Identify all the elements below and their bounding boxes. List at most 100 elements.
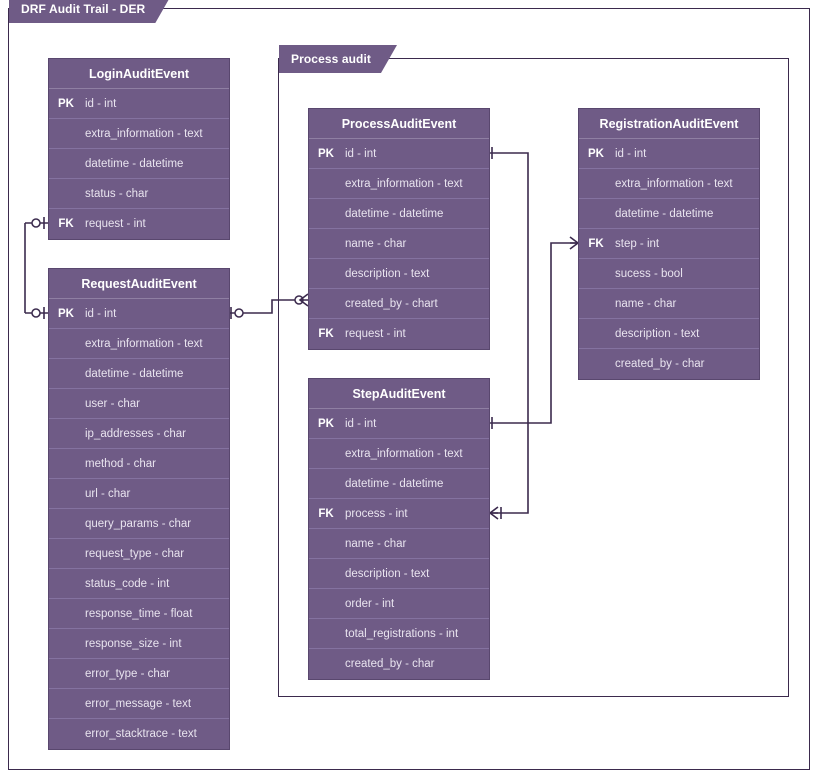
table-row[interactable]: name - char (579, 289, 759, 319)
table-row[interactable]: PK id - int (49, 299, 229, 329)
row-field: id - int (345, 417, 377, 430)
entity-title: LoginAuditEvent (49, 59, 229, 89)
row-field: query_params - char (85, 517, 192, 530)
table-row[interactable]: request_type - char (49, 539, 229, 569)
row-field: request - int (345, 328, 406, 340)
row-field: extra_information - text (345, 177, 463, 190)
row-field: extra_information - text (615, 177, 733, 190)
row-key: PK (588, 147, 604, 160)
row-field: id - int (85, 307, 117, 320)
row-field: extra_information - text (85, 127, 203, 140)
table-row[interactable]: datetime - datetime (49, 359, 229, 389)
row-field: step - int (615, 237, 660, 250)
row-field: id - int (615, 147, 647, 160)
entity-title: StepAuditEvent (309, 379, 489, 409)
table-row[interactable]: error_message - text (49, 689, 229, 719)
entity-login-audit-event[interactable]: LoginAuditEvent PK id - int extra_inform… (48, 58, 230, 240)
table-row[interactable]: description - text (579, 319, 759, 349)
entity-title: RegistrationAuditEvent (579, 109, 759, 139)
row-field: error_type - char (85, 667, 171, 680)
table-row[interactable]: FK step - int (579, 229, 759, 259)
row-key: PK (318, 417, 334, 430)
row-field: order - int (345, 597, 395, 610)
table-row[interactable]: description - text (309, 559, 489, 589)
table-row[interactable]: created_by - chart (309, 289, 489, 319)
table-row[interactable]: PK id - int (579, 139, 759, 169)
process-audit-label: Process audit (279, 45, 397, 73)
row-field: description - text (345, 267, 430, 280)
table-row[interactable]: response_time - float (49, 599, 229, 629)
row-field: datetime - datetime (345, 477, 444, 490)
table-row[interactable]: ip_addresses - char (49, 419, 229, 449)
table-row[interactable]: extra_information - text (49, 119, 229, 149)
row-field: method - char (85, 457, 156, 470)
table-row[interactable]: PK id - int (309, 139, 489, 169)
row-key: PK (58, 97, 74, 110)
row-key: FK (318, 507, 334, 520)
row-field: id - int (85, 97, 117, 110)
table-row[interactable]: PK id - int (49, 89, 229, 119)
entity-registration-audit-event[interactable]: RegistrationAuditEvent PK id - int extra… (578, 108, 760, 380)
table-row[interactable]: extra_information - text (579, 169, 759, 199)
row-key: PK (318, 147, 334, 160)
row-field: user - char (85, 397, 140, 410)
row-field: error_stacktrace - text (85, 728, 197, 740)
row-key: FK (58, 218, 74, 230)
row-field: id - int (345, 147, 377, 160)
table-row[interactable]: extra_information - text (309, 439, 489, 469)
table-row[interactable]: sucess - bool (579, 259, 759, 289)
row-field: datetime - datetime (85, 157, 184, 170)
table-row[interactable]: extra_information - text (309, 169, 489, 199)
entity-title: RequestAuditEvent (49, 269, 229, 299)
table-row[interactable]: datetime - datetime (49, 149, 229, 179)
row-field: extra_information - text (85, 337, 203, 350)
process-audit-container: Process audit (278, 58, 789, 697)
table-row[interactable]: FK process - int (309, 499, 489, 529)
table-row[interactable]: url - char (49, 479, 229, 509)
row-field: description - text (345, 567, 430, 580)
row-field: created_by - chart (345, 297, 438, 310)
table-row[interactable]: extra_information - text (49, 329, 229, 359)
entity-step-audit-event[interactable]: StepAuditEvent PK id - int extra_informa… (308, 378, 490, 680)
entity-title: ProcessAuditEvent (309, 109, 489, 139)
table-row[interactable]: name - char (309, 229, 489, 259)
table-row[interactable]: PK id - int (309, 409, 489, 439)
table-row[interactable]: query_params - char (49, 509, 229, 539)
table-row[interactable]: name - char (309, 529, 489, 559)
table-row[interactable]: status_code - int (49, 569, 229, 599)
outer-frame: DRF Audit Trail - DER (8, 8, 810, 770)
table-row[interactable]: error_type - char (49, 659, 229, 689)
table-row[interactable]: created_by - char (579, 349, 759, 379)
row-field: url - char (85, 487, 131, 500)
entity-request-audit-event[interactable]: RequestAuditEvent PK id - int extra_info… (48, 268, 230, 750)
table-row[interactable]: response_size - int (49, 629, 229, 659)
row-key: PK (58, 307, 74, 320)
row-field: request - int (85, 218, 146, 230)
table-row[interactable]: order - int (309, 589, 489, 619)
table-row[interactable]: user - char (49, 389, 229, 419)
table-row[interactable]: method - char (49, 449, 229, 479)
table-row[interactable]: error_stacktrace - text (49, 719, 229, 749)
table-row[interactable]: datetime - datetime (309, 469, 489, 499)
table-row[interactable]: datetime - datetime (579, 199, 759, 229)
row-field: status - char (85, 187, 149, 200)
row-field: request_type - char (85, 547, 185, 560)
row-field: error_message - text (85, 697, 192, 710)
entity-process-audit-event[interactable]: ProcessAuditEvent PK id - int extra_info… (308, 108, 490, 350)
row-field: datetime - datetime (85, 367, 184, 380)
row-field: created_by - char (615, 358, 705, 370)
row-key: FK (318, 328, 334, 340)
table-row[interactable]: FK request - int (309, 319, 489, 349)
table-row[interactable]: description - text (309, 259, 489, 289)
table-row[interactable]: FK request - int (49, 209, 229, 239)
table-row[interactable]: total_registrations - int (309, 619, 489, 649)
diagram-title-tab: DRF Audit Trail - DER (9, 0, 171, 23)
row-field: sucess - bool (615, 267, 683, 280)
table-row[interactable]: status - char (49, 179, 229, 209)
row-field: name - char (615, 297, 677, 310)
table-row[interactable]: datetime - datetime (309, 199, 489, 229)
table-row[interactable]: created_by - char (309, 649, 489, 679)
row-field: name - char (345, 537, 407, 550)
row-field: status_code - int (85, 577, 170, 590)
